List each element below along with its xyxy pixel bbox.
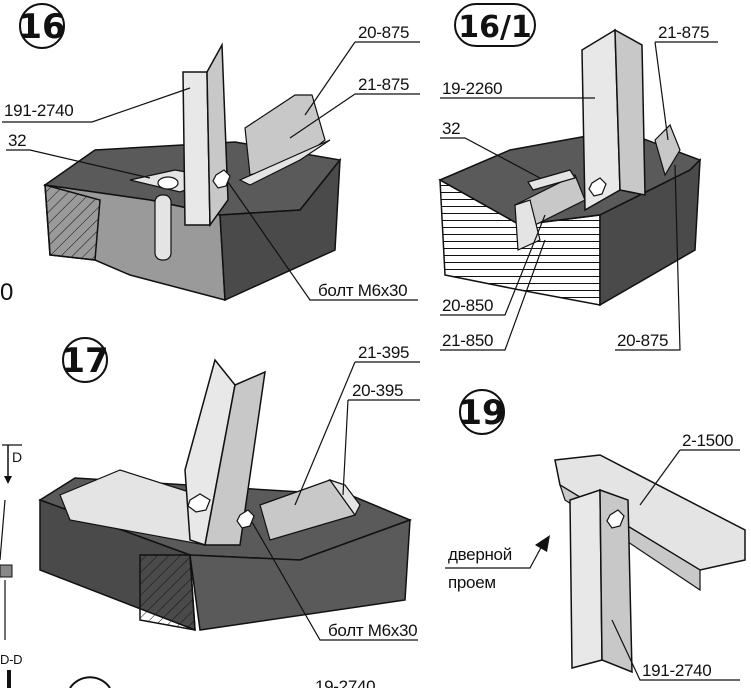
angled-profile-flange <box>204 370 266 546</box>
label-21-875: 21-875 <box>358 75 409 94</box>
base-block-section <box>139 554 196 631</box>
leader-21-875 <box>289 93 356 139</box>
leader-191-2740-b <box>611 619 740 681</box>
leader-20-875-b <box>615 164 681 351</box>
profile-21-875 <box>238 139 331 186</box>
margin-fragment-text: 0 <box>0 279 13 306</box>
label-19-2260: 19-2260 <box>442 79 502 98</box>
edge-fragments: D D-D 19-2740 <box>0 444 376 688</box>
label-door-2: проем <box>448 573 496 592</box>
profile-20-875-right <box>654 123 681 177</box>
label-21-395: 21-395 <box>358 343 409 362</box>
profile-191-2740-flange <box>206 42 229 228</box>
label-20-875: 20-875 <box>358 23 409 42</box>
screw-head <box>157 176 179 190</box>
leader-32-b <box>440 137 541 179</box>
leader-20-395 <box>342 399 349 496</box>
bolt-hex-icon <box>236 509 255 529</box>
figure-number-badge-16-1 <box>454 3 536 47</box>
plate-32 <box>527 169 576 191</box>
label-20-395: 20-395 <box>352 381 403 400</box>
arrow-icon <box>535 535 550 552</box>
leader-bolt <box>227 181 418 301</box>
label-21-875-b: 21-875 <box>658 23 709 42</box>
partial-figure-badge <box>69 676 111 688</box>
label-20-875-b: 20-875 <box>617 331 668 350</box>
figure-number-19: 19 <box>458 393 505 433</box>
label-20-850: 20-850 <box>442 296 493 315</box>
base-block-side <box>189 518 411 631</box>
section-mark-d: D <box>12 449 22 465</box>
label-21-850: 21-850 <box>442 331 493 350</box>
bolt-hex-icon <box>606 509 625 529</box>
figure-number-16: 16 <box>18 7 65 47</box>
label-door-1: дверной <box>448 545 512 564</box>
figure-number-17: 17 <box>61 341 108 381</box>
profile-21-850 <box>514 199 541 251</box>
label-bolt-b: болт М6х30 <box>328 621 417 640</box>
leader-21-395 <box>294 361 356 506</box>
label-bolt: болт М6х30 <box>318 281 407 300</box>
label-32-b: 32 <box>442 119 460 138</box>
base-block-section <box>44 183 101 261</box>
base-block-side <box>219 157 341 302</box>
bottom-cut-label: 19-2740 <box>315 677 375 688</box>
figure-number-badge-19 <box>459 389 505 435</box>
profile-191-2740-b-flange <box>599 488 633 674</box>
profile-19-2260-flange <box>614 28 646 196</box>
figure-number-badge-16 <box>19 3 65 49</box>
figure-number-badge-17 <box>62 337 108 383</box>
leader-21-850 <box>440 239 546 351</box>
section-mark-dd: D-D <box>0 652 22 667</box>
bolt-hex-icon <box>187 493 211 513</box>
figure-17: 17 21-395 20-395 болт М6х30 <box>38 337 420 641</box>
leader-door-opening <box>445 539 546 569</box>
profile-191-2740-b <box>569 488 603 669</box>
profile-21-395 <box>328 478 361 517</box>
label-191-2740-b: 191-2740 <box>642 661 711 680</box>
anchor-dowel <box>154 194 172 261</box>
bolt-hex-icon <box>212 169 231 189</box>
leader-191-2740 <box>2 87 191 123</box>
label-32: 32 <box>8 131 26 150</box>
section-arrow-icon <box>4 476 12 484</box>
leader-2-1500 <box>639 449 681 506</box>
bolt-hex-icon <box>588 177 607 197</box>
leader-21-875 <box>654 41 669 141</box>
label-191-2740: 191-2740 <box>4 101 73 120</box>
label-2-1500: 2-1500 <box>682 431 733 450</box>
figure-16: 16 20-875 21-875 191-2740 32 болт М6х30 … <box>0 3 420 306</box>
profile-191-2740 <box>182 71 211 226</box>
figure-19: 19 2-1500 дверной проем 191-2740 <box>445 389 746 681</box>
leader-bolt-b <box>251 521 418 641</box>
figure-16-1: 16/1 21-875 19-2260 32 20-850 21-850 20-… <box>438 3 718 351</box>
leader-20-850 <box>440 214 546 316</box>
section-fragment <box>0 564 13 578</box>
figure-number-16-1: 16/1 <box>458 10 532 45</box>
leader-32 <box>6 149 151 179</box>
